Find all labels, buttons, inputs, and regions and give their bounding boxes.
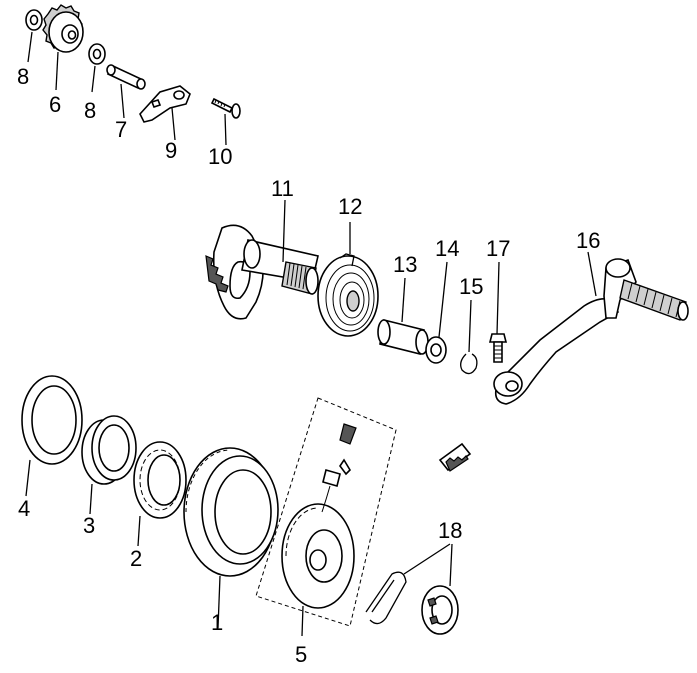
part-bushing-3 xyxy=(81,415,137,515)
part-bearing-2 xyxy=(133,441,187,547)
part-circlip-15 xyxy=(460,299,478,375)
label-3: 3 xyxy=(83,513,95,538)
label-18: 18 xyxy=(438,518,462,543)
part-pin-7 xyxy=(106,64,146,119)
label-2: 2 xyxy=(130,546,142,571)
part-washer-8-left xyxy=(25,9,43,63)
part-driven-gear-1 xyxy=(183,447,279,629)
label-8-left: 8 xyxy=(17,64,29,89)
part-ratchet-assembly-5 xyxy=(255,397,397,637)
label-16: 16 xyxy=(576,228,600,253)
part-pawl-9 xyxy=(139,85,191,141)
part-washer-14 xyxy=(425,261,448,364)
label-8-right: 8 xyxy=(84,98,96,123)
part-sleeve-13 xyxy=(377,277,429,355)
part-kick-lever-16 xyxy=(493,251,689,405)
label-13: 13 xyxy=(393,252,417,277)
label-5: 5 xyxy=(295,642,307,667)
part-screw-10 xyxy=(210,97,241,146)
label-6: 6 xyxy=(49,92,61,117)
part-bolt-17 xyxy=(488,261,508,363)
part-spring-12 xyxy=(317,222,379,337)
label-9: 9 xyxy=(165,138,177,163)
label-7: 7 xyxy=(115,117,127,142)
label-10: 10 xyxy=(208,144,232,169)
part-clip-cap-18 xyxy=(365,543,459,635)
part-guide-small xyxy=(438,442,472,472)
label-1: 1 xyxy=(211,610,223,635)
label-17: 17 xyxy=(486,236,510,261)
part-ring-4 xyxy=(21,375,83,497)
label-12: 12 xyxy=(338,194,362,219)
part-gear-6 xyxy=(42,4,84,91)
label-11: 11 xyxy=(271,176,294,201)
label-15: 15 xyxy=(459,274,483,299)
part-kick-shaft-11 xyxy=(205,199,319,320)
label-4: 4 xyxy=(18,496,30,521)
part-washer-8-right xyxy=(88,43,106,93)
label-14: 14 xyxy=(435,236,459,261)
